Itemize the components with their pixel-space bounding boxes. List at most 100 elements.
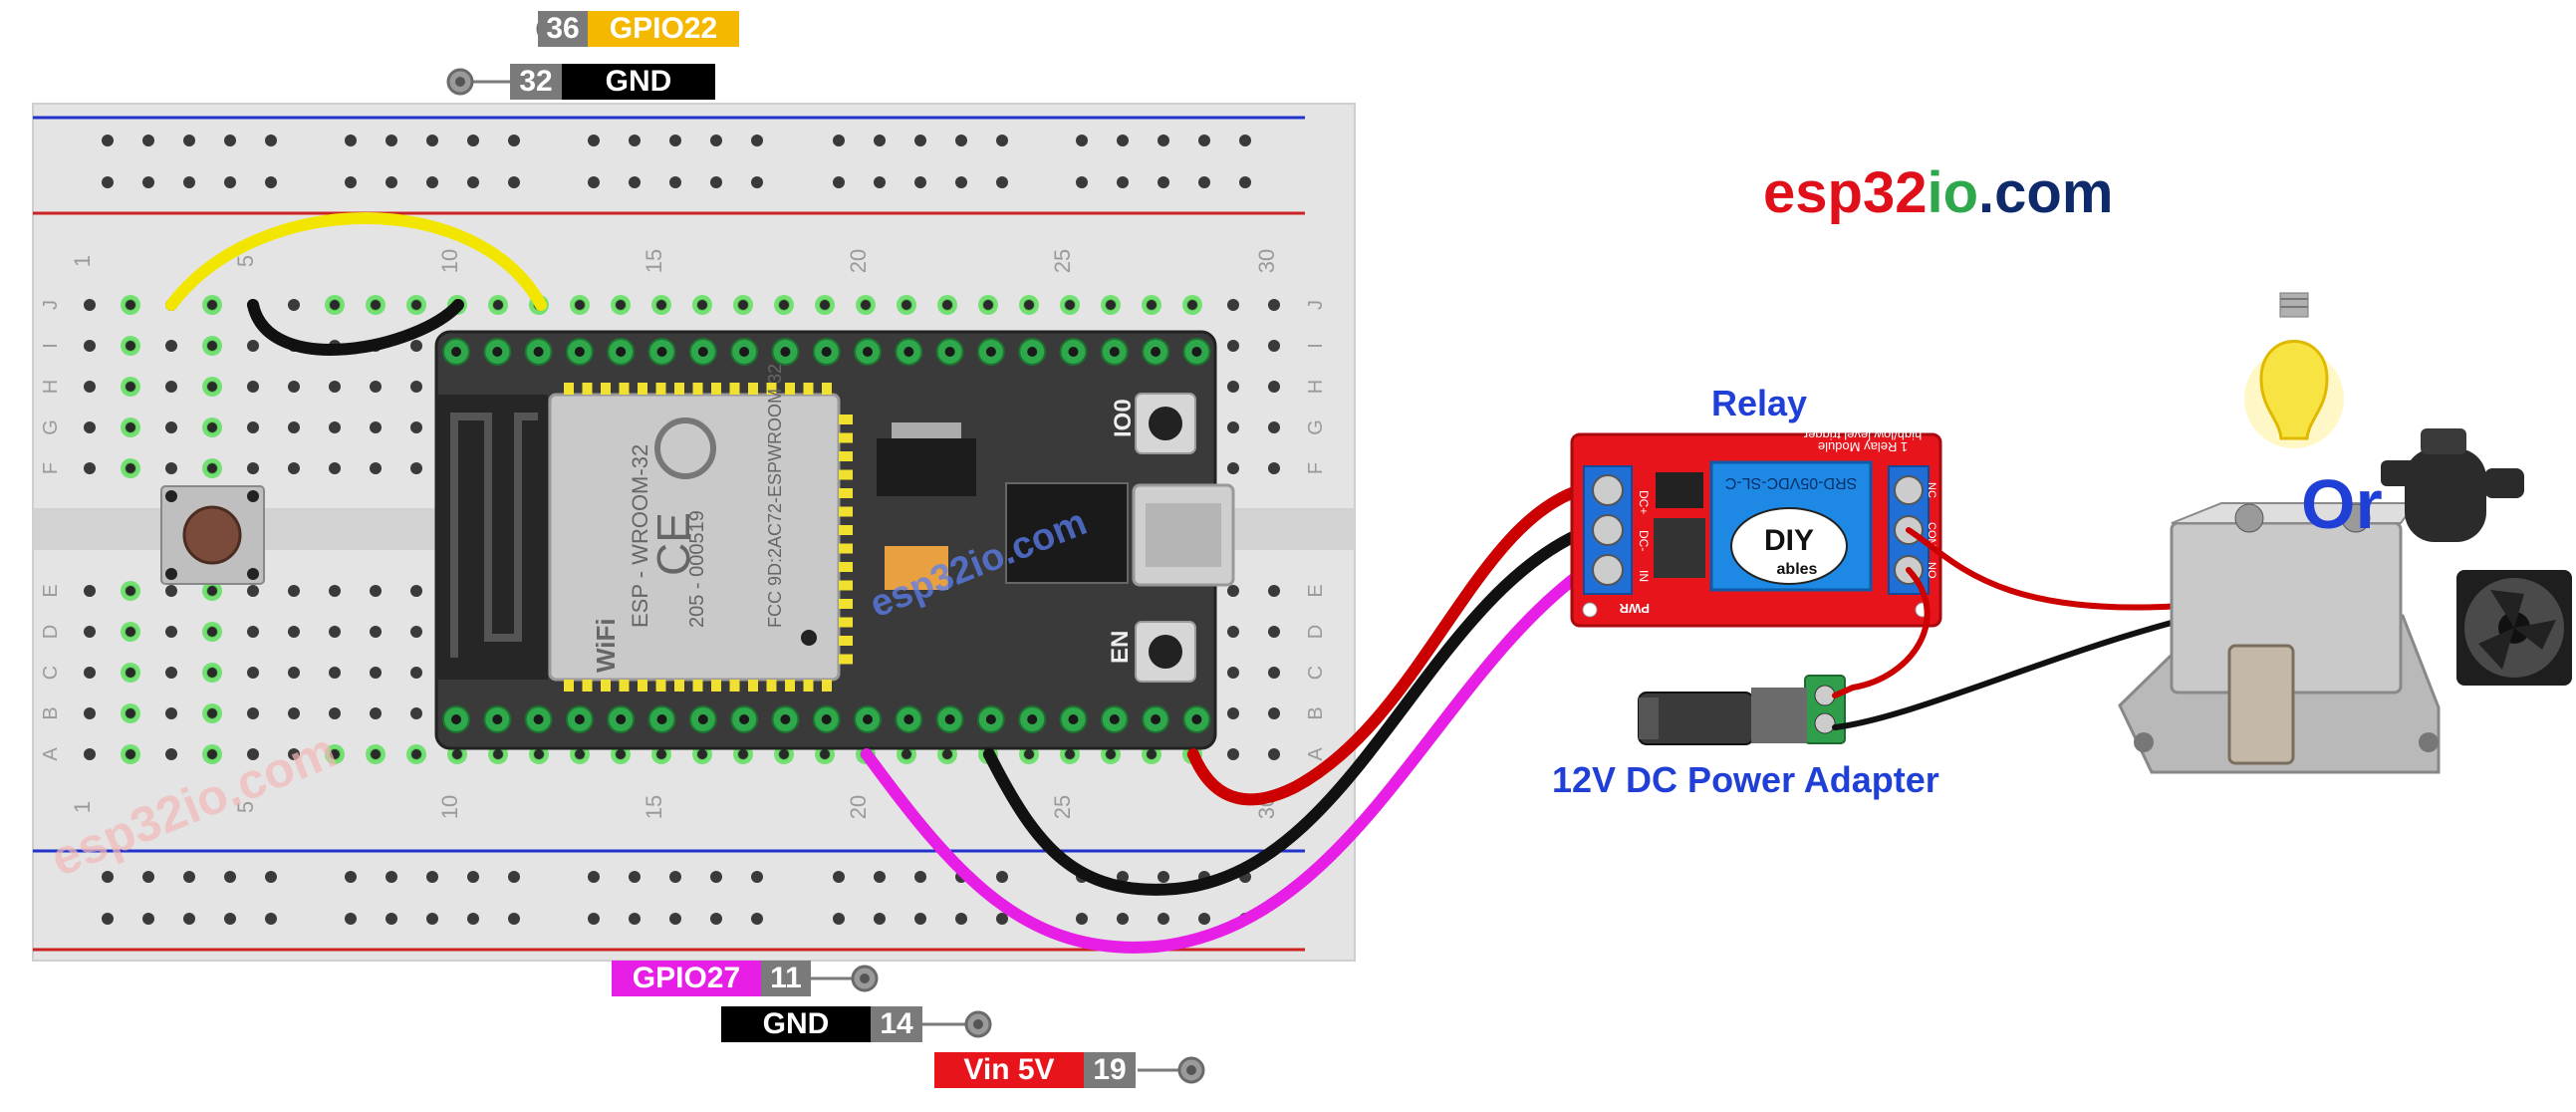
connected-hole-center [126, 341, 135, 351]
module-pin [839, 617, 853, 628]
terminal-hole [410, 462, 422, 474]
module-pin [839, 506, 853, 517]
esp32-header-pin-hole [739, 347, 750, 357]
connected-hole-center [942, 749, 952, 759]
esp32-header-pin-hole [944, 347, 955, 357]
module-pin [674, 680, 684, 692]
terminal-hole [1268, 626, 1280, 638]
connected-hole-center [1065, 300, 1075, 310]
relay-pin-in: IN [1637, 570, 1651, 582]
esp32-header-pin-hole [1191, 347, 1202, 357]
rail-hole [751, 871, 763, 883]
row-letter: J [40, 300, 62, 310]
rail-hole [1158, 176, 1169, 188]
connected-hole-center [902, 300, 911, 310]
column-number-top: 1 [70, 255, 95, 267]
terminal-hole [84, 299, 96, 311]
connected-hole-center [902, 749, 911, 759]
rail-hole [710, 871, 722, 883]
esp32-header-pin-hole [1027, 347, 1038, 357]
connected-hole-center [1187, 300, 1197, 310]
connected-hole-center [616, 749, 626, 759]
en-button-label: EN [1107, 631, 1134, 664]
connected-hole-center [207, 422, 217, 432]
terminal-hole [84, 340, 96, 352]
terminal-hole [288, 585, 300, 597]
module-pin [729, 383, 740, 395]
connected-hole-center [575, 749, 585, 759]
module-pin [582, 680, 593, 692]
rail-hole [386, 871, 397, 883]
connected-hole-center [126, 382, 135, 392]
terminal-hole [247, 381, 259, 393]
rail-hole [265, 135, 277, 146]
esp32-header-pin-hole [1068, 347, 1079, 357]
esp32-antenna-trace [450, 413, 538, 658]
terminal-hole [329, 421, 341, 433]
connected-hole-center [534, 749, 544, 759]
esp32-header-pin-hole [863, 714, 873, 724]
water-pump-icon [2381, 428, 2524, 542]
terminal-hole [165, 748, 177, 760]
esp32-header-pin-hole [1151, 714, 1161, 724]
red-wire-adapter [1832, 567, 1931, 698]
terminal-hole [1268, 381, 1280, 393]
esp32-regulator [877, 438, 976, 496]
esp32-header-pin-hole [451, 347, 461, 357]
terminal-hole [84, 626, 96, 638]
module-pin [766, 383, 777, 395]
rail-hole [386, 135, 397, 146]
connected-hole-center [207, 668, 217, 678]
rail-hole [955, 176, 967, 188]
connected-hole-center [738, 749, 748, 759]
terminal-hole [1227, 748, 1239, 760]
light-bulb-icon [2244, 292, 2344, 448]
rail-hole [751, 135, 763, 146]
terminal-hole [1268, 299, 1280, 311]
module-pin [582, 383, 593, 395]
connected-hole-center [861, 300, 871, 310]
pin-number-36: 36 [538, 11, 588, 47]
terminal-hole [84, 667, 96, 679]
terminal-hole [1227, 667, 1239, 679]
relay-spec: SRD-05VDC-SL-C [1725, 474, 1857, 491]
solenoid-latch [2227, 644, 2295, 765]
esp32-wifi-badge: WiFi [591, 618, 621, 673]
rail-hole [224, 176, 236, 188]
relay-pin-no: NO [1926, 562, 1937, 579]
pin-name-gnd-bottom: GND [721, 1006, 871, 1042]
rail-hole [1158, 135, 1169, 146]
terminal-hole [1227, 626, 1239, 638]
terminal-hole [247, 462, 259, 474]
pin-name-gnd-top: GND [562, 64, 715, 100]
esp32-cert-label: 205 - 000519 [686, 510, 708, 628]
rail-hole [874, 913, 886, 925]
pin-label-gpio27: GPIO27 11 [612, 961, 811, 996]
rail-hole [996, 913, 1008, 925]
rail-hole [629, 135, 641, 146]
terminal-hole [247, 626, 259, 638]
connector-end-dot [973, 1019, 983, 1029]
fan-icon [2456, 570, 2572, 686]
esp32-header-pin-hole [656, 714, 667, 724]
module-pin [748, 383, 758, 395]
rail-hole [1198, 176, 1210, 188]
dc-power-adapter [1638, 675, 1846, 745]
rail-hole [224, 871, 236, 883]
esp32-header-pin-hole [780, 714, 791, 724]
rail-hole [874, 176, 886, 188]
row-letter: A [40, 747, 62, 761]
esp32-header-pin-hole [903, 347, 914, 357]
connected-hole-center [616, 300, 626, 310]
row-letter: I [1305, 343, 1327, 349]
module-pin [803, 383, 814, 395]
esp32-fcc-label: FCC 9D:2AC72-ESPWROOM 32 [765, 364, 785, 628]
connected-hole-center [371, 749, 381, 759]
esp32-header-pin-hole [533, 347, 544, 357]
rail-hole [1198, 913, 1210, 925]
connected-hole-center [411, 300, 421, 310]
terminal-hole [247, 340, 259, 352]
terminal-hole [288, 462, 300, 474]
esp32-header-pin-hole [985, 347, 996, 357]
rail-hole [1158, 913, 1169, 925]
